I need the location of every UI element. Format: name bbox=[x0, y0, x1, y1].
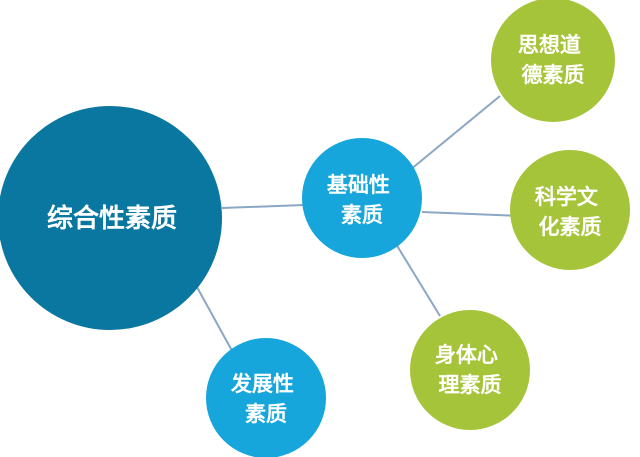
connector-main-basic bbox=[221, 204, 305, 209]
node-develop: 发展性 素质 bbox=[206, 338, 326, 457]
node-science: 科学文 化素质 bbox=[510, 150, 630, 270]
connector-basic-moral bbox=[409, 95, 501, 171]
connector-basic-science bbox=[421, 211, 521, 217]
moral-circle bbox=[491, 0, 615, 122]
node-main: 综合性素质 bbox=[0, 106, 222, 330]
moral-label: 思想道 德素质 bbox=[518, 33, 588, 87]
main-circle bbox=[0, 106, 222, 330]
basic-circle bbox=[302, 138, 422, 258]
connectors bbox=[191, 95, 521, 359]
node-basic: 基础性 素质 bbox=[302, 138, 422, 258]
connector-main-develop bbox=[191, 277, 237, 359]
node-body: 身体心 理素质 bbox=[410, 310, 530, 430]
develop-label: 发展性 素质 bbox=[230, 372, 301, 426]
science-circle bbox=[510, 150, 630, 270]
body-circle bbox=[410, 310, 530, 430]
connector-basic-body bbox=[395, 243, 441, 317]
basic-label: 基础性 素质 bbox=[327, 173, 397, 227]
body-label: 身体心 理素质 bbox=[435, 343, 505, 397]
node-moral: 思想道 德素质 bbox=[491, 0, 615, 122]
science-label: 科学文 化素质 bbox=[535, 185, 605, 239]
main-label: 综合性素质 bbox=[47, 203, 177, 234]
develop-circle bbox=[206, 338, 326, 457]
